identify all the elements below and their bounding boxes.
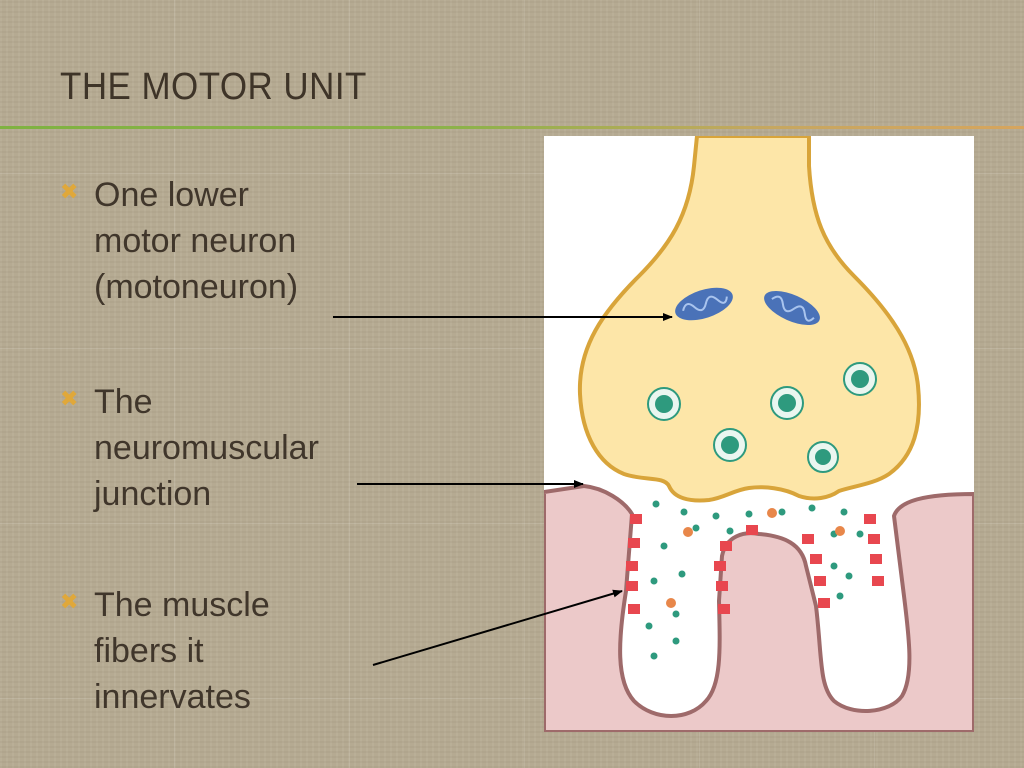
vesicle <box>647 387 681 421</box>
mitochondria <box>675 287 820 326</box>
vesicle <box>843 362 877 396</box>
mitochondrion <box>675 287 733 321</box>
synaptic-vesicles <box>647 362 877 473</box>
slide-title: THE MOTOR UNIT <box>60 66 367 108</box>
axon-terminal <box>577 136 921 503</box>
bullet-text: One lower motor neuron (motoneuron) <box>94 176 299 306</box>
x-mark-icon: ✖ <box>60 180 79 205</box>
neuromuscular-junction-diagram <box>544 136 974 732</box>
acetylcholine-receptors <box>626 514 884 614</box>
synaptic-cleft <box>626 504 903 708</box>
x-mark-icon: ✖ <box>60 590 79 615</box>
vesicle <box>713 428 747 462</box>
mitochondrion <box>764 290 820 326</box>
released-neurotransmitter <box>666 508 845 608</box>
bullet-text: The muscle fibers it innervates <box>94 586 270 716</box>
title-underline <box>0 126 1024 129</box>
vesicle <box>807 441 839 473</box>
bullet-text: The neuromuscular junction <box>94 383 319 513</box>
muscle-fiber <box>544 483 974 732</box>
vesicle <box>770 386 804 420</box>
diagram-svg <box>544 136 974 732</box>
x-mark-icon: ✖ <box>60 387 79 412</box>
